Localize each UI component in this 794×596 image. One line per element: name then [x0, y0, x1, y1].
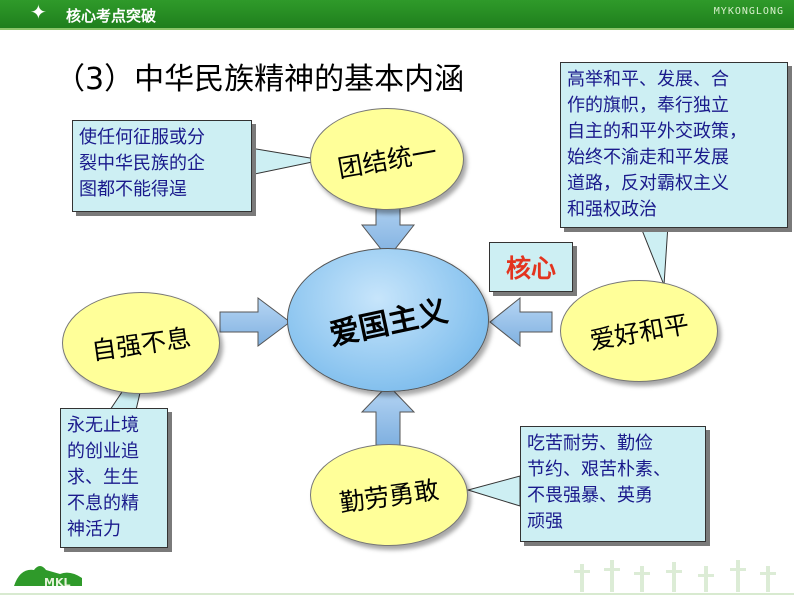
note-line: 使任何征服或分	[79, 127, 205, 148]
note-line: 顽强	[527, 511, 563, 532]
header-title: 核心考点突破	[66, 7, 157, 25]
note-line: 永无止境	[67, 415, 139, 436]
note-line: 不畏强暴、英勇	[527, 485, 653, 506]
footer-decoration: MKL	[0, 560, 794, 595]
note-line: 道路，反对霸权主义	[567, 173, 729, 194]
note-diligence: 吃苦耐劳、勤俭 节约、艰苦朴素、 不畏强暴、英勇 顽强	[520, 426, 706, 542]
header-divider	[0, 28, 794, 30]
node-label: 勤劳勇敢	[337, 475, 441, 518]
center-label: 爱国主义	[326, 293, 452, 354]
node-diligence: 勤劳勇敢	[310, 444, 468, 546]
dinosaur-logo-icon	[14, 566, 82, 586]
note-line: 神活力	[67, 519, 121, 540]
node-unity: 团结统一	[310, 108, 464, 210]
note-line: 吃苦耐劳、勤俭	[527, 433, 653, 454]
star-icon: ✦	[30, 0, 47, 24]
callout-tail-diligence	[466, 475, 521, 507]
node-patriotism: 爱国主义	[287, 248, 489, 392]
arrow-right	[219, 297, 291, 347]
arrow-left	[489, 296, 553, 348]
node-label: 自强不息	[89, 323, 193, 366]
header-bar	[0, 0, 794, 28]
note-line: 始终不渝走和平发展	[567, 147, 729, 168]
section-title: （3）中华民族精神的基本内涵	[55, 62, 465, 97]
note-line: 的创业追	[67, 441, 139, 462]
callout-tail-peace	[639, 224, 669, 286]
plants-decoration-icon	[574, 560, 776, 592]
footer-logo-text: MKL	[44, 576, 70, 589]
note-line: 和强权政治	[567, 199, 657, 220]
note-line: 图都不能得逞	[79, 179, 187, 200]
note-line: 作的旗帜，奉行独立	[567, 95, 729, 116]
note-line: 高举和平、发展、合	[567, 69, 729, 90]
node-peace: 爱好和平	[560, 280, 718, 382]
note-unity: 使任何征服或分 裂中华民族的企 图都不能得逞	[72, 120, 252, 212]
note-line: 裂中华民族的企	[79, 153, 205, 174]
node-label: 爱好和平	[587, 309, 692, 356]
core-label-text: 核心	[505, 254, 556, 283]
note-line: 自主的和平外交政策，	[567, 121, 747, 142]
node-selfstrength: 自强不息	[62, 292, 220, 394]
core-label-box: 核心	[489, 242, 573, 292]
brand-logo-text: MYKONGLONG	[713, 6, 784, 17]
note-selfstrength: 永无止境 的创业追 求、生生 不息的精 神活力	[60, 408, 168, 548]
note-line: 节约、艰苦朴素、	[527, 459, 671, 480]
note-line: 求、生生	[67, 467, 139, 488]
note-peace: 高举和平、发展、合 作的旗帜，奉行独立 自主的和平外交政策， 始终不渝走和平发展…	[560, 62, 788, 228]
node-label: 团结统一	[335, 137, 440, 184]
arrow-up	[360, 384, 416, 446]
note-line: 不息的精	[67, 493, 139, 514]
